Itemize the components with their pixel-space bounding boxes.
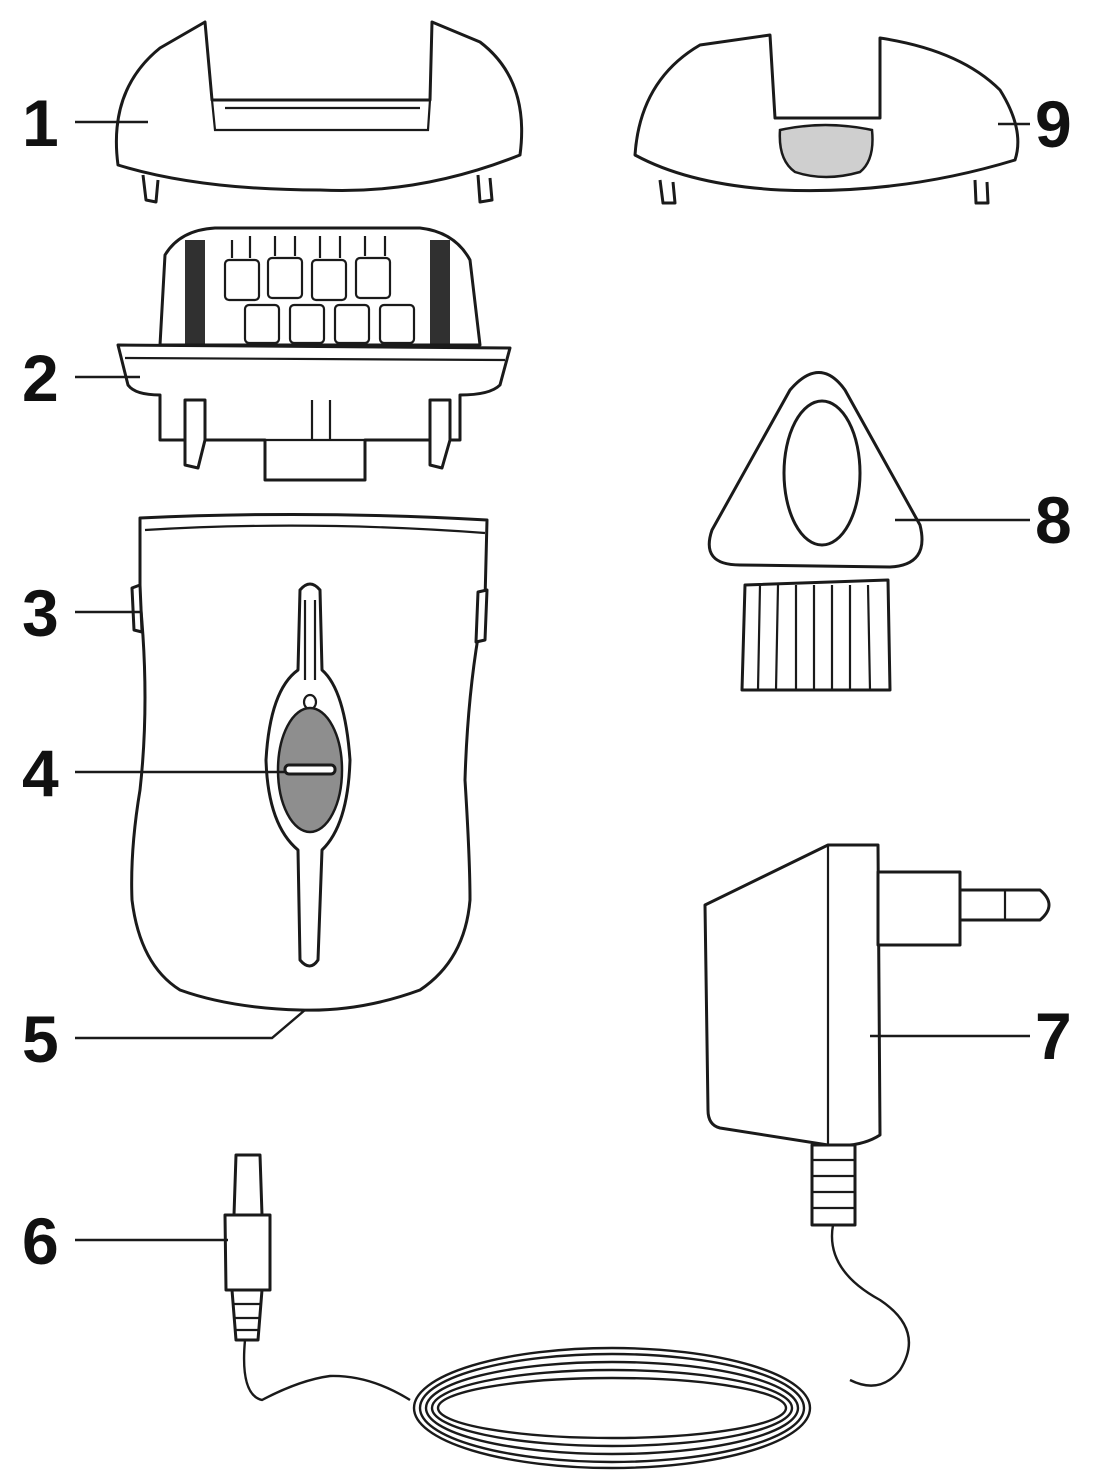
label-5: 5	[22, 1006, 59, 1072]
part-2-epilation-head	[118, 228, 510, 480]
label-6: 6	[22, 1208, 59, 1274]
label-9: 9	[1035, 91, 1072, 157]
part-9-cap	[635, 35, 1018, 203]
label-4: 4	[22, 740, 59, 806]
label-3: 3	[22, 580, 59, 646]
part-8-brush	[709, 373, 922, 691]
label-7: 7	[1035, 1003, 1072, 1069]
part-6-cable-plug	[225, 1155, 909, 1468]
leader-5	[75, 1010, 305, 1038]
label-1: 1	[22, 90, 59, 156]
label-2: 2	[22, 345, 59, 411]
part-body	[132, 514, 487, 1010]
label-8: 8	[1035, 487, 1072, 553]
part-1-cap	[116, 22, 521, 202]
